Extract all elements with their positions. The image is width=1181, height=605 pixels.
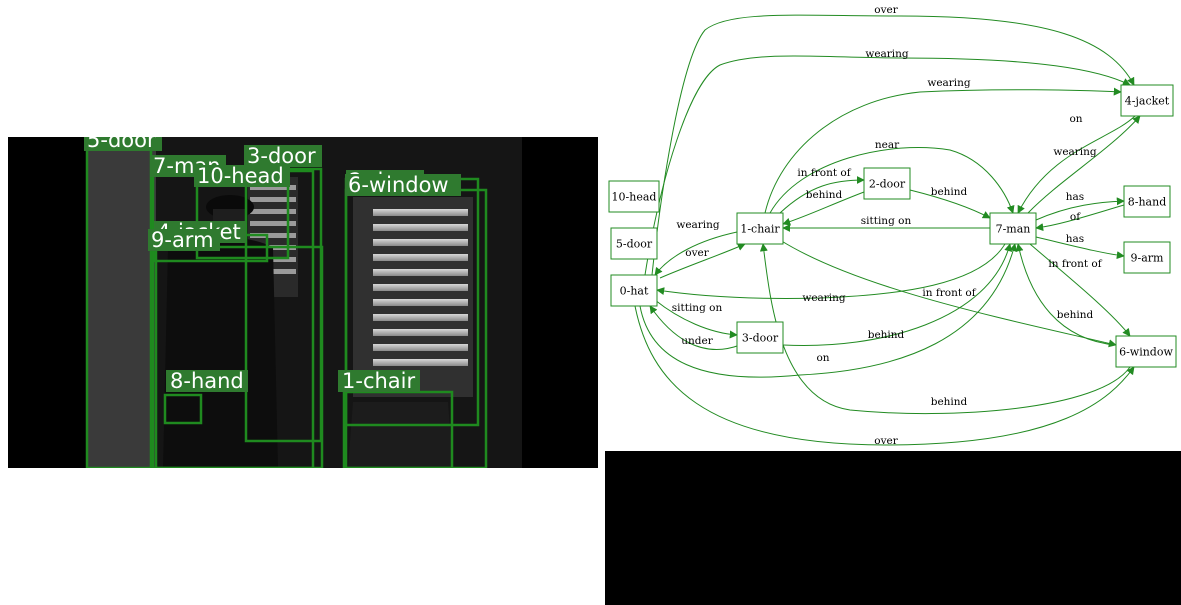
edge-label: wearing	[802, 292, 846, 304]
svg-text:10-head: 10-head	[197, 164, 284, 188]
edge-label: in front of	[1048, 258, 1102, 270]
node-label: 4-jacket	[1125, 95, 1170, 108]
edge-label: behind	[931, 186, 968, 198]
node-8-hand: 8-hand	[1123, 185, 1171, 218]
edge-label: sitting on	[672, 302, 723, 314]
scene-graph: over wearing wearing on wearing near in front …	[608, 4, 1177, 447]
edge-label: sitting on	[861, 215, 912, 227]
svg-text:6-window: 6-window	[348, 173, 449, 197]
node-label: 8-hand	[1128, 196, 1166, 209]
graph-edges	[634, 14, 1141, 446]
blinds-window	[353, 197, 473, 397]
edge-0-hat-to-1-chair	[659, 243, 746, 279]
edge-label: behind	[868, 329, 905, 341]
node-3-door: 3-door	[736, 321, 784, 354]
edge-7-man-to-8-hand	[1035, 197, 1125, 221]
svg-text:9-arm: 9-arm	[151, 228, 214, 252]
edge-label: of	[1070, 211, 1081, 223]
bbox-label-1-chair: 1-chair	[338, 369, 420, 393]
bbox-label-5-door: 5-door	[84, 137, 162, 152]
node-label: 3-door	[742, 332, 779, 345]
node-label: 0-hat	[620, 285, 649, 298]
photo-canvas: 5-door 7-man 3-door 10-head 2-door 6-win…	[84, 137, 522, 468]
edge-label: on	[816, 352, 829, 364]
bbox-8-hand	[163, 393, 203, 425]
edge-0-hat-to-7-man	[639, 243, 1018, 378]
edge-2-door-to-7-man	[909, 189, 991, 219]
bbox-label-10-head: 10-head	[194, 164, 290, 188]
bounding-box-label-layer: 5-door 7-man 3-door 10-head 2-door 6-win…	[84, 137, 461, 393]
edge-1-chair-to-6-window	[779, 239, 1117, 348]
edge-1-chair-to-2-door	[779, 176, 865, 214]
edge-label: wearing	[1053, 146, 1097, 158]
svg-text:5-door: 5-door	[87, 137, 156, 152]
edge-label: over	[685, 247, 709, 259]
edge-label: wearing	[865, 48, 909, 60]
edge-label: near	[875, 139, 900, 151]
node-4-jacket: 4-jacket	[1120, 84, 1174, 117]
edge-label: behind	[931, 396, 968, 408]
edge-label: under	[681, 335, 713, 347]
edge-label: over	[874, 435, 898, 447]
bbox-9-arm	[154, 245, 324, 468]
node-label: 2-door	[869, 178, 906, 191]
edge-label: in front of	[922, 287, 976, 299]
chair-silhouette	[348, 402, 453, 468]
svg-text:8-hand: 8-hand	[170, 369, 244, 393]
edge-label: wearing	[927, 77, 971, 89]
node-6-window: 6-window	[1115, 335, 1177, 368]
edge-0-hat-to-4-jacket	[644, 55, 1131, 276]
edge-label: wearing	[676, 219, 720, 231]
edge-8-hand-to-7-man	[1035, 204, 1125, 232]
edge-6-window-to-1-chair	[759, 243, 1131, 415]
node-9-arm: 9-arm	[1123, 241, 1171, 274]
edge-0-hat-to-6-window	[634, 305, 1135, 446]
edge-4-jacket-to-7-man	[1017, 115, 1136, 214]
bbox-label-6-window: 6-window	[345, 173, 461, 197]
empty-black-panel	[605, 451, 1181, 605]
node-10-head: 10-head	[608, 180, 660, 213]
edge-3-door-to-0-hat	[649, 305, 741, 350]
edge-1-chair-to-0-hat	[654, 231, 738, 276]
svg-text:3-door: 3-door	[247, 144, 316, 168]
edge-3-door-to-7-man	[782, 243, 1013, 347]
edge-7-man-to-9-arm	[1035, 236, 1125, 260]
edge-6-window-to-7-man	[1015, 243, 1117, 346]
edge-label: over	[874, 4, 898, 16]
node-label: 7-man	[996, 223, 1031, 236]
node-label: 6-window	[1119, 346, 1173, 359]
bbox-label-8-hand: 8-hand	[166, 369, 248, 393]
node-label: 10-head	[612, 191, 657, 204]
node-label: 5-door	[616, 238, 653, 251]
edge-label: on	[1069, 113, 1082, 125]
edge-0-hat-to-4-jacket	[651, 14, 1135, 276]
edge-1-chair-to-7-man	[769, 147, 1015, 214]
edge-7-man-to-4-jacket	[1027, 115, 1141, 214]
edge-1-chair-to-4-jacket	[764, 87, 1122, 214]
edge-label: has	[1066, 191, 1084, 203]
node-0-hat: 0-hat	[610, 274, 658, 307]
node-label: 9-arm	[1131, 252, 1165, 265]
edge-label: behind	[806, 189, 843, 201]
edge-label: in front of	[797, 167, 851, 179]
edge-7-man-to-6-window	[1029, 243, 1131, 337]
node-label: 1-chair	[740, 223, 780, 236]
edge-label: has	[1066, 233, 1084, 245]
node-1-chair: 1-chair	[736, 212, 784, 245]
svg-text:1-chair: 1-chair	[342, 369, 415, 393]
bbox-label-3-door: 3-door	[244, 144, 322, 168]
node-7-man: 7-man	[989, 212, 1037, 245]
graph-nodes: 4-jacket 10-head 5-door 1-chair 2-door 7-man 8…	[608, 84, 1177, 368]
bbox-label-9-arm: 9-arm	[148, 228, 220, 252]
edge-7-man-to-0-hat	[656, 243, 1006, 299]
graph-edge-labels: over wearing wearing on wearing near in front …	[672, 4, 1103, 447]
node-5-door: 5-door	[610, 227, 658, 260]
edge-0-hat-to-3-door	[654, 299, 738, 339]
edge-2-door-to-1-chair	[782, 191, 865, 226]
edge-label: behind	[1057, 309, 1094, 321]
scene-photo: 5-door 7-man 3-door 10-head 2-door 6-win…	[8, 137, 598, 468]
node-2-door: 2-door	[863, 167, 911, 200]
